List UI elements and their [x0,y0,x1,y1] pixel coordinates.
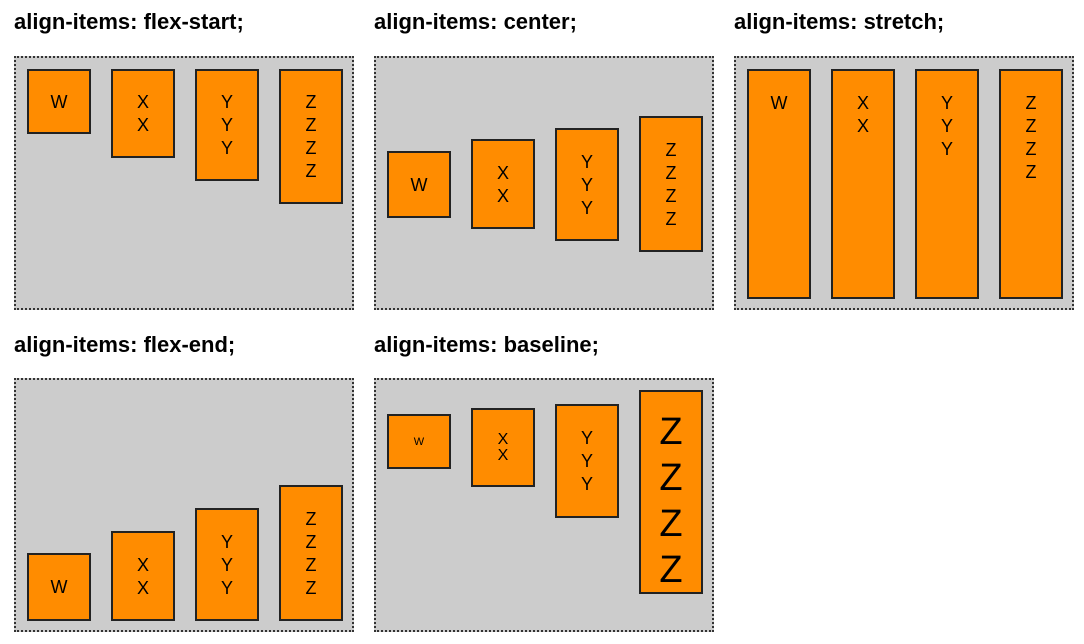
title-stretch: align-items: stretch; [734,9,945,34]
flex-item-z: Z Z Z Z [639,390,703,594]
flex-container-flex-end: W X X Y Y Y Z Z Z Z [14,378,354,632]
item-letter: Y [580,152,593,172]
flex-item-z: Z Z Z Z [999,69,1063,299]
flex-item-x: X X [831,69,895,299]
item-letter: Z [305,161,317,181]
item-letter: X [856,116,869,136]
flex-item-w: W [27,69,91,134]
item-letter: W [50,577,68,597]
flex-item-y: Y Y Y [555,404,619,518]
item-letter: Z [305,578,317,598]
item-letter: X [856,93,869,113]
item-letter: W [50,92,68,112]
item-letter: Z [665,186,677,206]
item-letter: Z [659,411,683,453]
flex-item-w: W [747,69,811,299]
title-flex-end: align-items: flex-end; [14,332,236,357]
item-letter: W [770,93,788,113]
item-letter: Y [580,451,593,471]
item-letter: Y [580,474,593,494]
flex-item-z: Z Z Z Z [639,116,703,252]
item-letter: Y [940,139,953,159]
flex-container-baseline: W X X Y Y Y Z Z Z Z [374,378,714,632]
item-letter: Z [1025,162,1037,182]
item-letter: Y [220,578,233,598]
flex-item-x: X X [111,69,175,158]
item-letter: Z [1025,139,1037,159]
flex-item-z: Z Z Z Z [279,69,343,204]
item-letter: Y [580,428,593,448]
flex-item-x: X X [471,408,535,487]
flex-item-w: W [387,151,451,218]
item-letter: X [497,431,509,448]
item-letter: Y [220,532,233,552]
item-letter: Z [665,209,677,229]
item-letter: Z [665,163,677,183]
item-letter: Y [580,198,593,218]
item-letter: Z [305,509,317,529]
title-flex-start: align-items: flex-start; [14,9,244,34]
flex-item-x: X X [111,531,175,621]
flex-item-y: Y Y Y [195,508,259,621]
item-letter: Y [580,175,593,195]
flex-item-y: Y Y Y [195,69,259,181]
item-letter: W [413,436,425,448]
flex-container-flex-start: W X X Y Y Y Z Z Z Z [14,56,354,310]
flex-container-center: W X X Y Y Y Z Z Z Z [374,56,714,310]
flex-item-y: Y Y Y [915,69,979,299]
item-letter: Y [220,555,233,575]
item-letter: Z [305,115,317,135]
flex-item-z: Z Z Z Z [279,485,343,621]
flex-item-y: Y Y Y [555,128,619,241]
item-letter: X [136,115,149,135]
item-letter: Z [305,532,317,552]
item-letter: X [496,163,509,183]
item-letter: X [496,186,509,206]
item-letter: Z [1025,116,1037,136]
item-letter: Z [305,138,317,158]
item-letter: Z [659,457,683,499]
item-letter: Y [940,93,953,113]
item-letter: Z [659,503,683,545]
item-letter: X [136,555,149,575]
item-letter: Z [665,140,677,160]
title-baseline: align-items: baseline; [374,332,599,357]
item-letter: X [497,447,509,464]
flex-item-x: X X [471,139,535,229]
flex-item-w: W [387,414,451,469]
item-letter: Z [305,555,317,575]
title-center: align-items: center; [374,9,577,34]
flex-container-stretch: W X X Y Y Y Z Z Z Z [734,56,1074,310]
item-letter: Z [305,92,317,112]
item-letter: Y [220,138,233,158]
item-letter: X [136,578,149,598]
item-letter: Y [220,92,233,112]
item-letter: X [136,92,149,112]
flex-item-w: W [27,553,91,621]
item-letter: W [410,175,428,195]
item-letter: Y [220,115,233,135]
item-letter: Z [1025,93,1037,113]
item-letter: Y [940,116,953,136]
item-letter: Z [659,549,683,591]
